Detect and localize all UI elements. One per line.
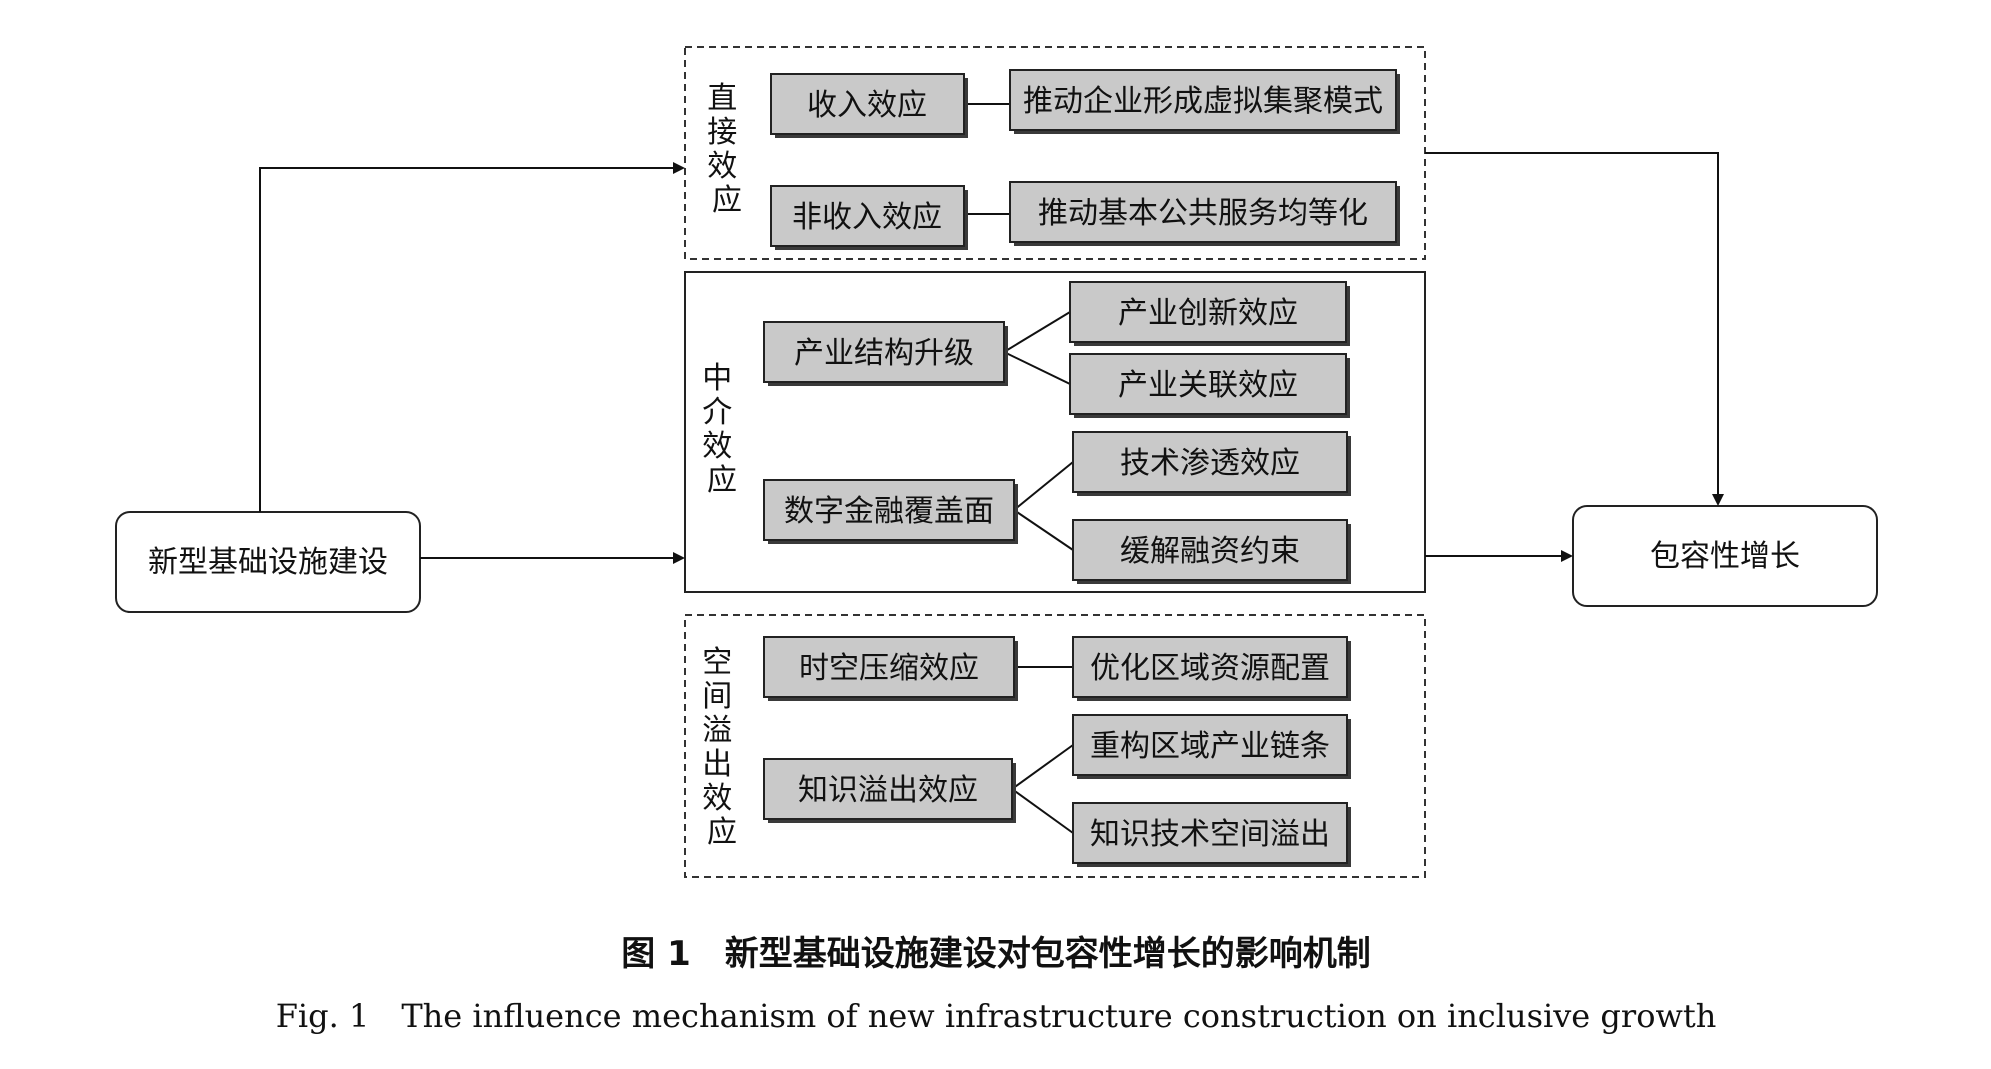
industrial-innovation-label: 产业创新效应 (1118, 296, 1298, 331)
public-service-equalization-box (1009, 181, 1397, 243)
virtual-agglomeration-box (1009, 69, 1397, 131)
caption-english: Fig. 1 The influence mechanism of new in… (276, 997, 1717, 1035)
space-time-compression-label: 时空压缩效应 (799, 651, 979, 686)
financing-constraint-box (1072, 519, 1348, 581)
spatial-spillover-label: 空 间 溢 出 效 应 (702, 645, 742, 850)
industrial-linkage-box (1069, 353, 1347, 415)
connector-spillover-chain (1011, 744, 1074, 790)
income-effect-label: 收入效应 (807, 88, 927, 123)
spatial-spillover-label-char-6: 应 (707, 815, 737, 850)
industrial-chain-box (1072, 714, 1348, 776)
industrial-linkage-label: 产业关联效应 (1118, 368, 1298, 403)
industrial-upgrade-box (763, 321, 1005, 383)
direct-effect-label-char-3: 效 (707, 149, 737, 184)
connector-spillover-tech (1011, 788, 1074, 834)
spatial-spillover-label-char-5: 效 (702, 781, 732, 816)
non-income-effect-box (770, 185, 965, 247)
financing-constraint-label: 缓解融资约束 (1120, 534, 1300, 569)
digital-finance-label: 数字金融覆盖面 (784, 494, 994, 529)
mediating-effect-label-char-1: 中 (702, 361, 732, 396)
tech-penetration-box (1072, 431, 1348, 493)
knowledge-spillover-label: 知识溢出效应 (798, 773, 978, 808)
direct-effect-label: 直 接 效 应 (707, 81, 747, 218)
non-income-effect-label: 非收入效应 (792, 200, 942, 235)
mediating-effect-label-char-2: 介 (702, 395, 732, 430)
industrial-upgrade-label: 产业结构升级 (794, 336, 974, 371)
spatial-spillover-label-char-3: 溢 (702, 713, 732, 748)
direct-effect-label-char-1: 直 (707, 81, 737, 116)
source-node-box (115, 511, 421, 613)
connector-upgrade-innovation (1003, 311, 1071, 353)
mediating-effect-group (684, 271, 1426, 593)
source-node-label: 新型基础设施建设 (148, 545, 388, 580)
mediating-effect-label: 中 介 效 应 (702, 361, 742, 498)
mediating-effect-label-char-4: 应 (707, 463, 737, 498)
industrial-innovation-box (1069, 281, 1347, 343)
industrial-chain-label: 重构区域产业链条 (1090, 729, 1330, 764)
space-time-compression-box (763, 636, 1015, 698)
connector-finance-penetration (1013, 461, 1074, 511)
connector-upgrade-linkage (1003, 351, 1071, 385)
direct-effect-label-char-2: 接 (707, 115, 737, 150)
target-node-box (1572, 505, 1878, 607)
spatial-spillover-label-char-1: 空 (702, 645, 732, 680)
spatial-spillover-label-char-2: 间 (702, 679, 732, 714)
virtual-agglomeration-label: 推动企业形成虚拟集聚模式 (1023, 84, 1383, 119)
resource-allocation-label: 优化区域资源配置 (1090, 651, 1330, 686)
income-effect-box (770, 73, 965, 135)
tech-spillover-box (1072, 802, 1348, 864)
tech-penetration-label: 技术渗透效应 (1120, 446, 1300, 481)
spatial-spillover-label-char-4: 出 (702, 747, 732, 782)
connector-finance-constraint (1013, 509, 1074, 551)
arrow-direct-to-target (1425, 152, 1724, 506)
mediating-effect-label-char-3: 效 (702, 429, 732, 464)
tech-spillover-label: 知识技术空间溢出 (1090, 817, 1330, 852)
arrow-to-direct-effect (259, 162, 685, 512)
spatial-spillover-group (684, 614, 1426, 878)
caption-chinese: 图 1 新型基础设施建设对包容性增长的影响机制 (621, 934, 1371, 974)
knowledge-spillover-box (763, 758, 1013, 820)
target-node-label: 包容性增长 (1650, 539, 1800, 574)
public-service-equalization-label: 推动基本公共服务均等化 (1038, 196, 1368, 231)
resource-allocation-box (1072, 636, 1348, 698)
digital-finance-box (763, 479, 1015, 541)
direct-effect-label-char-4: 应 (712, 183, 742, 218)
